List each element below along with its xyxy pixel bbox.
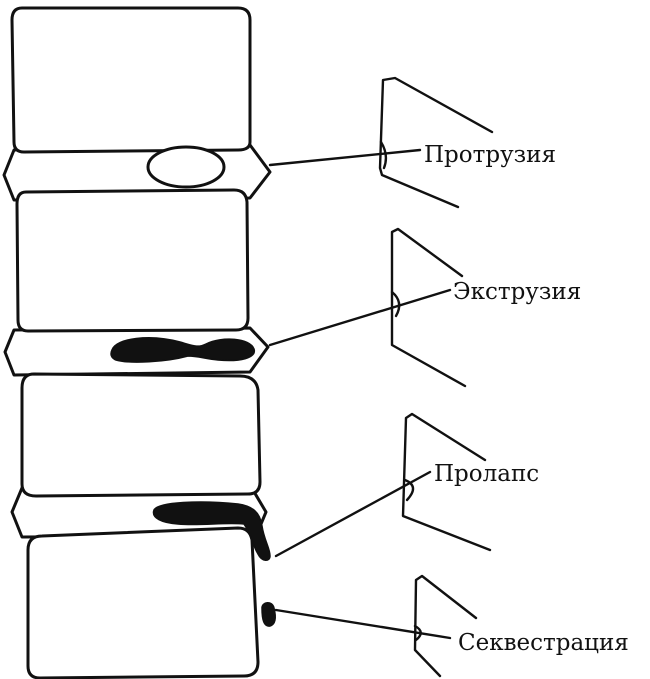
prolapse-side-profile	[401, 412, 492, 552]
extrusion-side-bulge	[390, 290, 401, 318]
label-prolapse: Пролапс	[434, 461, 539, 487]
protrusion-leader-line	[268, 148, 422, 167]
vertebra-3	[20, 372, 262, 498]
prolapse-side-bulge	[403, 478, 415, 502]
sequestration-leader-line	[274, 608, 452, 640]
label-sequestration: Секвестрация	[458, 630, 629, 656]
label-protrusion: Протрузия	[424, 142, 556, 168]
extrusion-leader-line	[268, 288, 452, 347]
sequestration-side-profile	[413, 574, 478, 678]
sequestration-side-bulge	[413, 624, 422, 642]
prolapse-mass	[152, 501, 271, 561]
vertebra-1	[10, 6, 252, 154]
vertebra-4	[26, 526, 260, 679]
extrusion-side-profile	[390, 227, 467, 388]
prolapse-leader-line	[274, 470, 432, 558]
sequestration-fragment	[261, 602, 276, 627]
label-extrusion: Экструзия	[453, 279, 581, 305]
protrusion-bulge	[146, 145, 226, 189]
protrusion-side-profile	[378, 76, 494, 209]
vertebra-2	[15, 188, 250, 333]
protrusion-side-bulge	[379, 140, 388, 170]
extrusion-mass	[110, 337, 255, 363]
